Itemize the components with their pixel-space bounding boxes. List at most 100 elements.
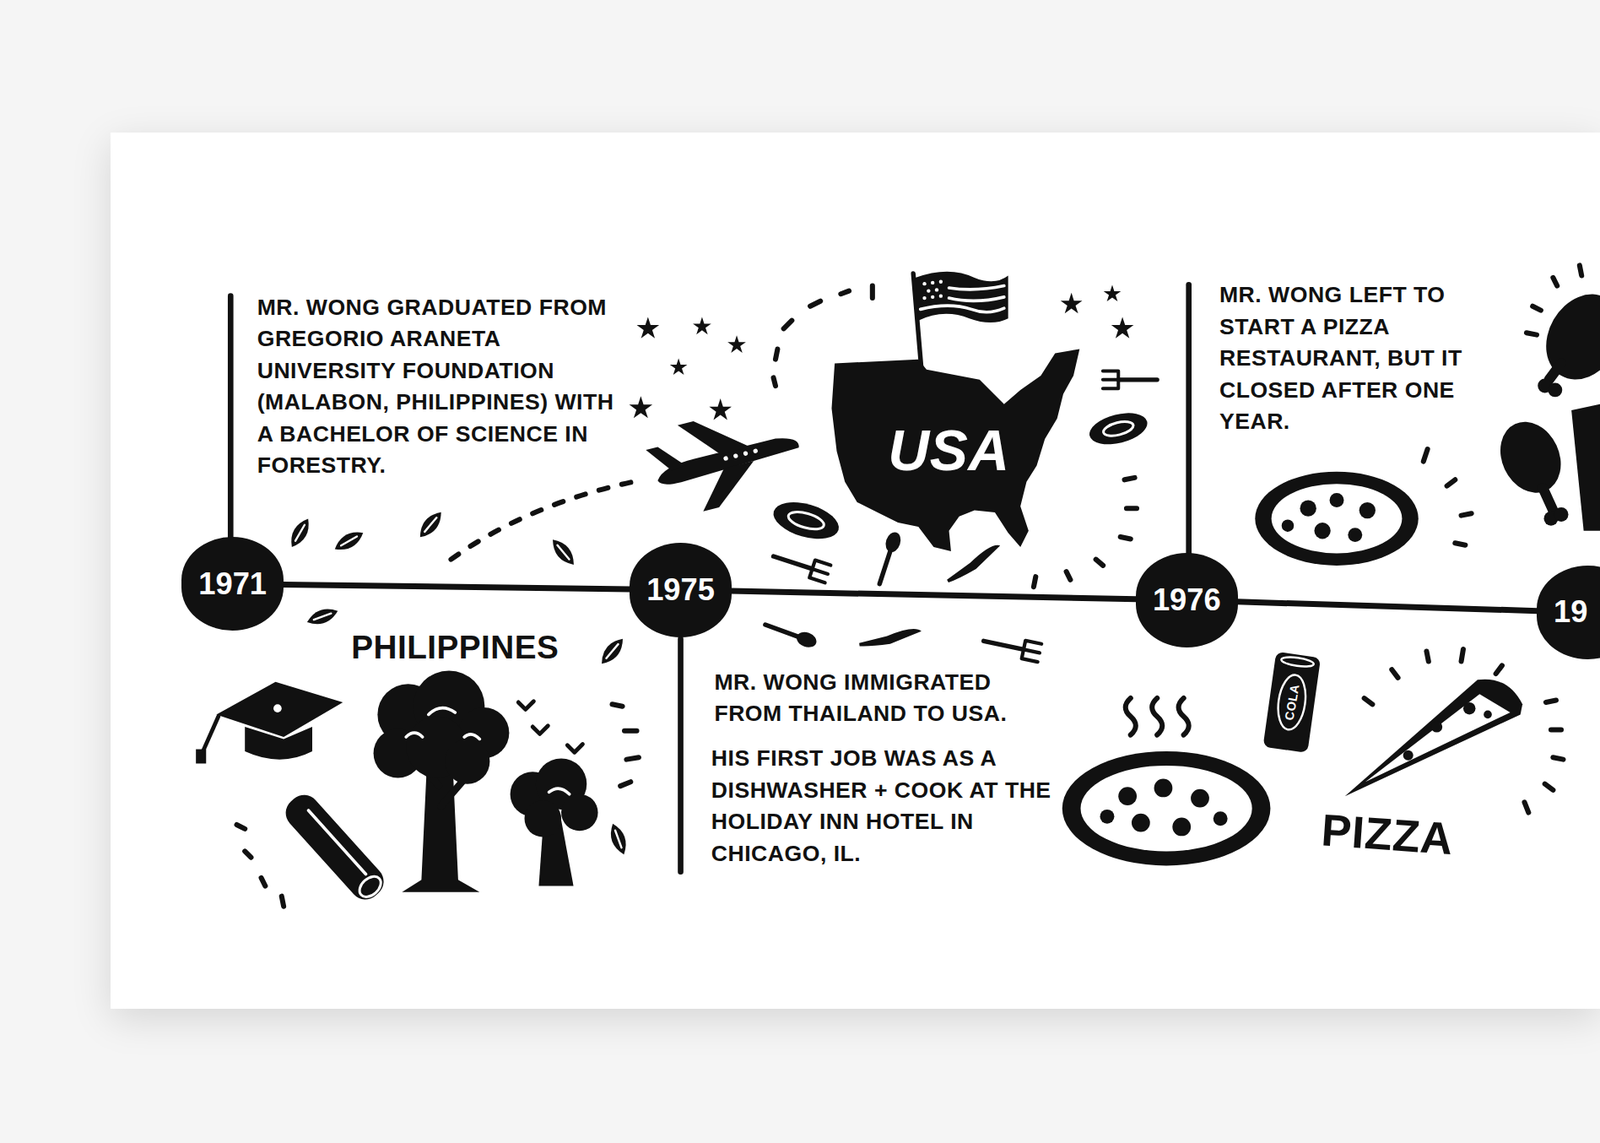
- leaf-scatter: [331, 526, 367, 555]
- timeline-note: MR. WONG LEFT TO START A PIZZA RESTAURAN…: [1219, 279, 1487, 438]
- star-icon: [670, 357, 688, 375]
- place-label: PIZZA: [1320, 805, 1456, 864]
- cutlery: [770, 547, 831, 584]
- leaf-scatter: [596, 634, 628, 669]
- usa-map: [939, 293, 943, 298]
- leader-line: [230, 284, 1189, 871]
- graduation-cap: [195, 749, 206, 764]
- radiating-dashes: [1423, 448, 1472, 546]
- graduation-cap: [244, 726, 313, 760]
- leader-line: [677, 638, 684, 872]
- pizza-icon: [1118, 786, 1137, 806]
- label-box: COLA: [1282, 682, 1303, 721]
- radiating-dashes: [237, 703, 639, 906]
- pizza-icon: [1062, 471, 1419, 866]
- check-marks: [518, 701, 583, 752]
- drumstick-icon: [1571, 404, 1600, 531]
- leaf-scatter: [286, 508, 631, 857]
- year-circle: 19: [1536, 565, 1600, 660]
- diploma-scroll: [355, 871, 385, 901]
- airplane-icon: [694, 460, 763, 512]
- year-circle: 1971: [181, 536, 284, 631]
- pizza-slice: [1403, 750, 1414, 761]
- cola-can: [1275, 672, 1309, 731]
- airplane-icon: [742, 450, 748, 456]
- plate-icon: [769, 407, 1152, 546]
- usa-map: [831, 349, 1080, 552]
- timeline-illustration: [195, 264, 1600, 906]
- leaf-scatter: [286, 515, 314, 551]
- pizza-slice: [1463, 702, 1476, 715]
- year-circle: 1975: [629, 542, 732, 637]
- cutlery: [858, 627, 923, 649]
- plate-icon: [769, 495, 844, 546]
- flight-path: [450, 479, 643, 559]
- airplane-icon: [642, 397, 810, 521]
- usa-map: [922, 296, 926, 300]
- cutlery: [943, 542, 1005, 585]
- usa-map: [922, 281, 926, 286]
- pizza-slice: [1345, 679, 1523, 796]
- plate-icon: [786, 508, 827, 533]
- graduation-cap: [195, 681, 343, 764]
- cutlery: [762, 370, 1157, 662]
- usa-map: [930, 295, 935, 299]
- timeline-note: HIS FIRST JOB WAS AS A DISHWASHER + COOK…: [711, 742, 1054, 870]
- paper-card: [110, 132, 1600, 1009]
- tree-icon: [405, 708, 480, 740]
- place-label: USA: [887, 419, 1010, 482]
- timeline-note: MR. WONG GRADUATED FROM GREGORIO ARANETA…: [257, 291, 621, 482]
- year-circle: 1976: [1135, 552, 1238, 647]
- drumstick-icon: [1542, 487, 1553, 511]
- tree-icon: [524, 800, 563, 838]
- usa-map: [915, 271, 1009, 323]
- label-box: PHILIPPINES: [351, 628, 559, 665]
- year-label: 1971: [198, 566, 267, 602]
- graduation-cap: [216, 681, 343, 737]
- radiating-dashes: [1364, 648, 1564, 812]
- timeline-line: [730, 590, 1137, 600]
- label-box: MR. WONG LEFT TO START A PIZZA RESTAURAN…: [1219, 279, 1487, 438]
- leader-line: [1185, 284, 1192, 557]
- star-icon: [708, 398, 732, 420]
- year-label: 1976: [1152, 582, 1222, 618]
- drumstick-icon: [1489, 280, 1600, 530]
- pizza-slice: [1365, 693, 1511, 782]
- graduation-cap: [273, 703, 282, 713]
- place-label: PHILIPPINES: [351, 628, 559, 665]
- usa-map: [939, 280, 943, 284]
- tree-icon: [549, 788, 570, 795]
- airplane-icon: [723, 455, 729, 461]
- airplane-icon: [677, 409, 751, 463]
- drumstick-icon: [1530, 280, 1600, 393]
- cola-can: [1263, 651, 1322, 753]
- label-box: MR. WONG GRADUATED FROM GREGORIO ARANETA…: [257, 291, 621, 482]
- pizza-icon: [1190, 789, 1210, 808]
- timeline-note: MR. WONG IMMIGRATED FROM THAILAND TO USA…: [713, 666, 1056, 730]
- pizza-icon: [1271, 483, 1403, 553]
- star-icon: [1060, 292, 1083, 314]
- star-icon: [637, 316, 660, 338]
- pizza-icon: [1131, 813, 1151, 833]
- label-box: PIZZA: [1320, 805, 1456, 864]
- year-label: 19: [1553, 594, 1588, 630]
- plate-icon: [1102, 418, 1136, 438]
- tree-icon: [444, 738, 490, 784]
- airplane-icon: [645, 441, 686, 476]
- cutlery: [981, 632, 1042, 662]
- timeline-line: [282, 583, 631, 590]
- pizza-icon: [1172, 817, 1191, 837]
- usa-map: [926, 288, 930, 292]
- leaf-scatter: [415, 508, 447, 542]
- pizza-icon: [1329, 492, 1345, 508]
- star-icon: [1103, 284, 1122, 302]
- star-icon: [727, 335, 746, 353]
- star-icon: [1111, 316, 1135, 338]
- pizza-icon: [1154, 778, 1173, 798]
- plate-icon: [1086, 407, 1151, 450]
- star-icon: [692, 317, 712, 336]
- airplane-icon: [733, 453, 739, 459]
- radiating-dashes: [773, 286, 1137, 588]
- flight-path: [450, 479, 643, 559]
